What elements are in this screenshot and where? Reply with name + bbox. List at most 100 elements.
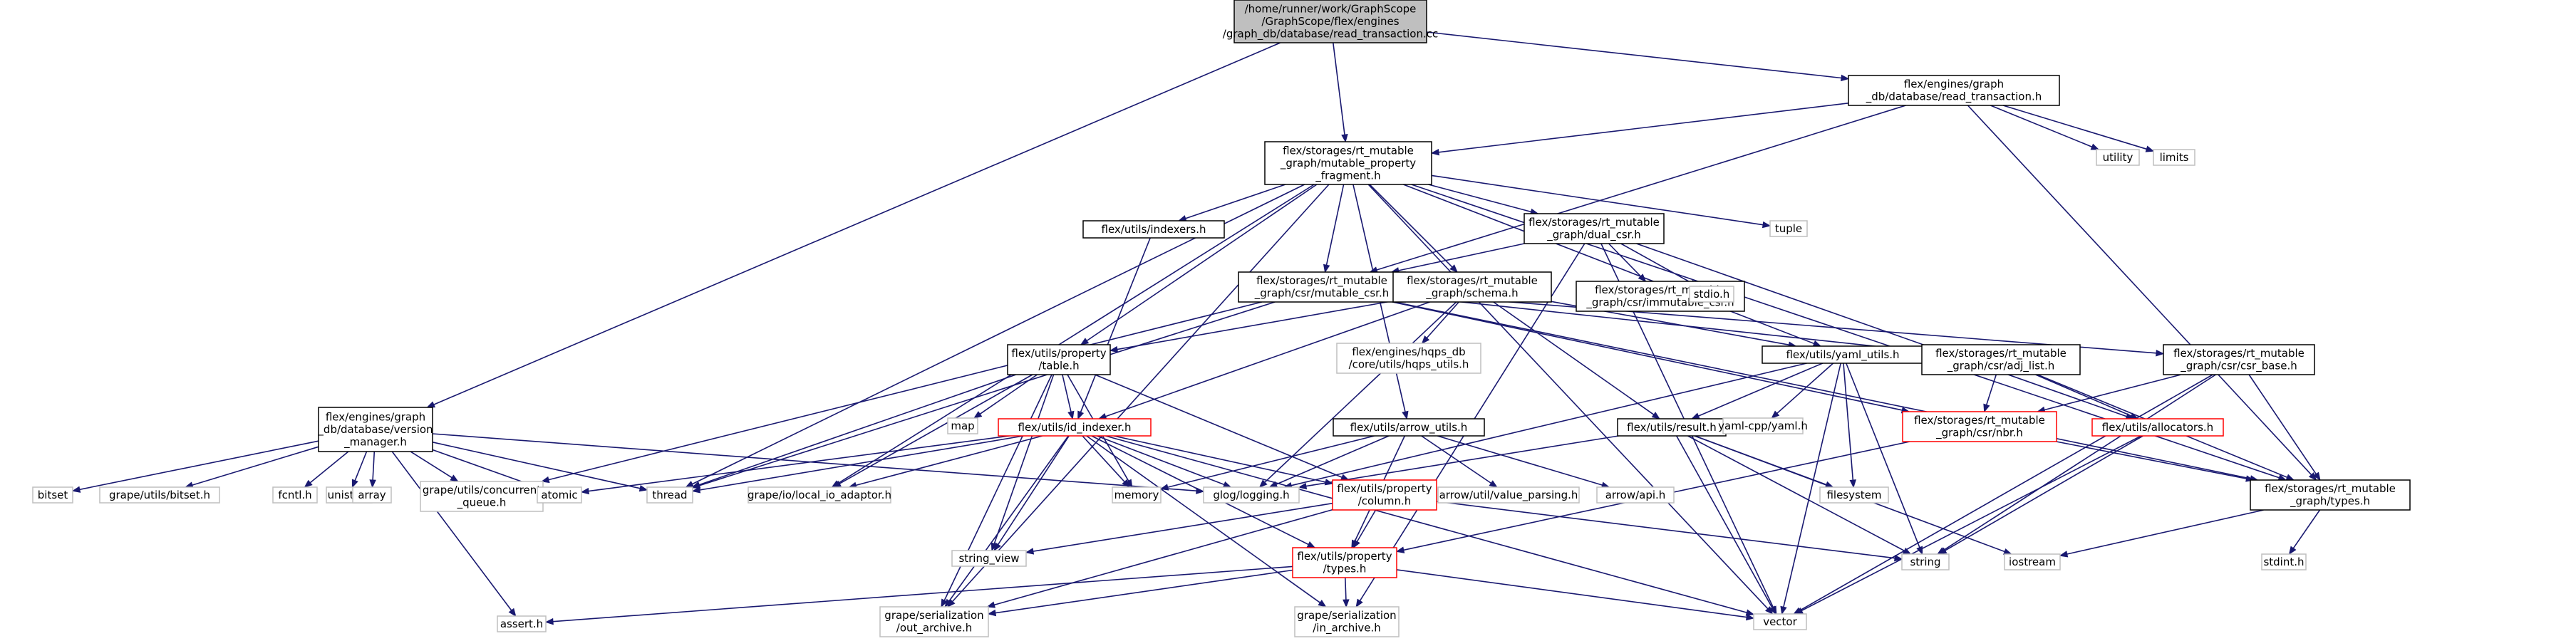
include-edge-id_indexer-to-column [1113, 435, 1334, 486]
edge-line [1943, 374, 2216, 551]
include-edge-column-to-string [1436, 501, 1903, 562]
node-grape-bitset[interactable]: grape/utils/bitset.h [99, 486, 220, 504]
node-version-mgr[interactable]: flex/engines/graph_db/database/version_m… [317, 407, 433, 452]
node-column[interactable]: flex/utils/property/column.h [1332, 479, 1437, 511]
include-edge-adj_list-to-nbr [1983, 374, 1997, 413]
node-stdint[interactable]: stdint.h [2261, 553, 2307, 570]
node-box [2163, 344, 2315, 375]
node-string-view[interactable]: string_view [951, 550, 1027, 567]
node-arrow-api[interactable]: arrow/api.h [1596, 486, 1675, 504]
node-vector[interactable]: vector [1753, 613, 1807, 630]
node-local-io[interactable]: grape/io/local_io_adaptor.h [748, 486, 891, 504]
node-table[interactable]: flex/utils/property/table.h [1007, 344, 1111, 375]
edge-line [995, 569, 1293, 614]
node-nbr[interactable]: flex/storages/rt_mutable_graph/csr/nbr.h [1902, 411, 2057, 442]
edge-arrowhead [2156, 350, 2165, 357]
node-dual-csr[interactable]: flex/storages/rt_mutable_graph/dual_csr.… [1524, 213, 1665, 244]
node-label-line: flex/storages/rt_mutable [1935, 347, 2067, 360]
include-edge-mutable_csr-to-thread [691, 301, 1276, 489]
node-label-line: _fragment.h [1315, 169, 1380, 182]
include-edge-yaml_utils-to-result [1690, 363, 1824, 419]
node-limits[interactable]: limits [2153, 149, 2195, 166]
node-label-line: flex/engines/graph [326, 410, 425, 423]
node-id-indexer[interactable]: flex/utils/id_indexer.h [998, 418, 1152, 437]
include-edge-mpf-to-mutable_csr [1323, 184, 1345, 273]
include-edge-version_mgr-to-cqueue [410, 451, 459, 482]
node-out-archive[interactable]: grape/serialization/out_archive.h [879, 606, 989, 637]
node-mutable-csr[interactable]: flex/storages/rt_mutable_graph/csr/mutab… [1238, 271, 1406, 303]
node-filesystem[interactable]: filesystem [1819, 486, 1889, 504]
node-bitset[interactable]: bitset [32, 486, 73, 504]
node-label-line: grape/io/local_io_adaptor.h [748, 489, 891, 502]
node-utility[interactable]: utility [2096, 149, 2140, 166]
node-arrow-utils[interactable]: flex/utils/arrow_utils.h [1333, 418, 1485, 437]
node-allocators[interactable]: flex/utils/allocators.h [2091, 418, 2224, 437]
node-map[interactable]: map [947, 417, 978, 434]
include-edge-version_mgr-to-glog [432, 433, 1205, 494]
node-prop-types[interactable]: flex/utils/property/types.h [1292, 547, 1397, 578]
node-types-h[interactable]: flex/storages/rt_mutable_graph/types.h [2250, 479, 2411, 511]
edge-arrowhead [1902, 547, 1912, 555]
edge-line [1185, 184, 1286, 219]
node-glog[interactable]: glog/logging.h [1203, 486, 1300, 504]
edge-line [699, 435, 1024, 491]
include-edge-arrow_utils-to-value_parsing [1421, 435, 1498, 488]
edge-arrowhead [1080, 338, 1090, 345]
edge-line [548, 301, 1262, 481]
node-schema[interactable]: flex/storages/rt_mutable_graph/schema.h [1392, 271, 1552, 303]
node-atomic[interactable]: atomic [537, 486, 582, 504]
edge-line [1086, 184, 1318, 342]
edge-arrowhead [1745, 609, 1755, 616]
include-edge-arrow_utils-to-arrow_api [1437, 435, 1610, 489]
node-memory[interactable]: memory [1112, 486, 1162, 504]
node-box [1007, 344, 1111, 375]
edge-arrowhead [944, 598, 953, 608]
node-label-line: flex/utils/id_indexer.h [1018, 421, 1132, 434]
include-edge-column-to-out_archive [986, 509, 1333, 608]
edge-line [839, 374, 1033, 484]
edge-line [432, 442, 641, 489]
node-box [1336, 343, 1481, 374]
node-fcntl[interactable]: fcntl.h [272, 486, 318, 504]
include-edge-indexers-to-id_indexer [1077, 237, 1151, 420]
node-yaml-utils[interactable]: flex/utils/yaml_utils.h [1762, 345, 1924, 364]
node-adj-list[interactable]: flex/storages/rt_mutable_graph/csr/adj_l… [1921, 344, 2081, 375]
edge-arrowhead [638, 484, 648, 492]
include-edge-result-to-glog [1298, 435, 1619, 490]
node-iostream[interactable]: iostream [2004, 553, 2061, 570]
edge-line [1369, 184, 1453, 268]
edge-arrowhead [2090, 143, 2100, 150]
node-stdio[interactable]: stdio.h [1689, 286, 1734, 303]
node-tuple[interactable]: tuple [1769, 220, 1808, 237]
edge-arrowhead [304, 479, 313, 488]
edge-arrowhead [1109, 345, 1119, 353]
edge-line [837, 184, 1315, 484]
node-array[interactable]: array [352, 486, 392, 504]
include-edge-table-to-out_archive [941, 374, 1052, 608]
node-assert[interactable]: assert.h [497, 615, 547, 632]
include-edge-yaml_utils-to-vector [1780, 363, 1841, 615]
edge-arrowhead [508, 608, 517, 617]
node-csr-base[interactable]: flex/storages/rt_mutable_graph/csr/csr_b… [2163, 344, 2315, 375]
include-edge-rt_h-to-mpf [1430, 103, 1849, 156]
edge-arrowhead [1352, 539, 1360, 549]
node-label-line: _graph/csr/mutable_csr.h [1254, 287, 1389, 301]
edge-line [1356, 509, 1377, 542]
node-hqps[interactable]: flex/engines/hqps_db/core/utils/hqps_uti… [1336, 343, 1481, 374]
include-edge-yaml_utils-to-yaml_cpp [1771, 363, 1834, 419]
node-in-archive[interactable]: grape/serialization/in_archive.h [1294, 606, 1400, 637]
include-edge-dual_csr-to-stdio [1620, 243, 1699, 287]
node-yaml-cpp[interactable]: yaml-cpp/yaml.h [1718, 417, 1808, 434]
node-value-parsing[interactable]: arrow/util/value_parsing.h [1437, 486, 1580, 504]
edge-arrowhead [986, 601, 995, 608]
node-indexers[interactable]: flex/utils/indexers.h [1082, 220, 1225, 239]
node-cqueue[interactable]: grape/utils/concurrent_queue.h [420, 481, 544, 512]
node-mpf[interactable]: flex/storages/rt_mutable_graph/mutable_p… [1264, 141, 1432, 185]
node-rt-h[interactable]: flex/engines/graph_db/database/read_tran… [1848, 75, 2060, 106]
node-string[interactable]: string [1901, 553, 1950, 570]
node-thread[interactable]: thread [646, 486, 693, 504]
node-box [646, 486, 693, 504]
edge-line [979, 374, 1038, 415]
node-root[interactable]: /home/runner/work/GraphScope/GraphScope/… [1223, 0, 1438, 43]
node-result[interactable]: flex/utils/result.h [1617, 418, 1727, 437]
